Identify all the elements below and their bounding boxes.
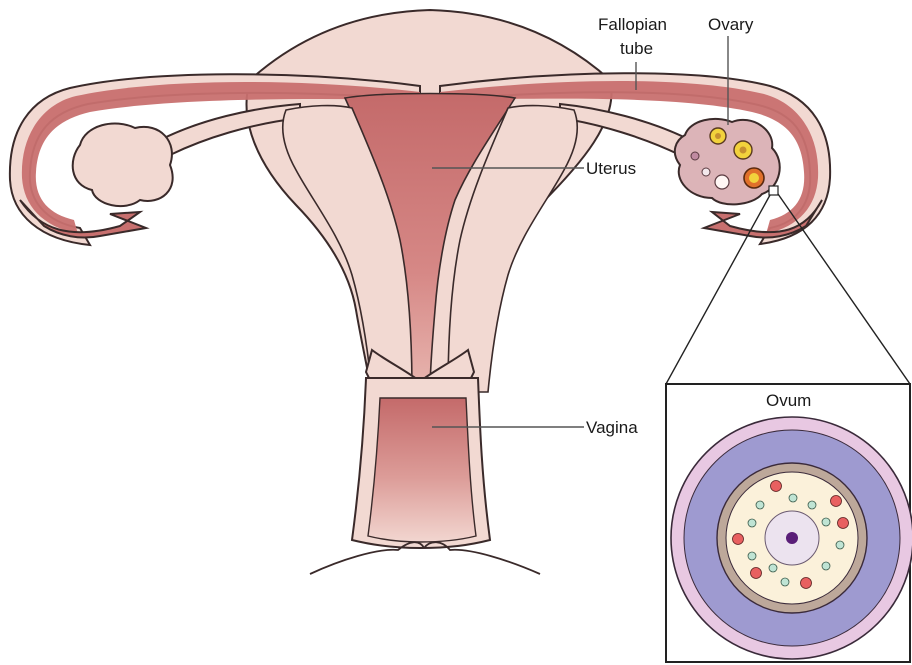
label-vagina: Vagina bbox=[586, 418, 638, 437]
vagina-canal bbox=[368, 398, 476, 542]
ovary-left bbox=[73, 123, 173, 206]
follicle bbox=[715, 175, 729, 189]
granule-teal bbox=[808, 501, 816, 509]
nucleolus bbox=[786, 532, 798, 544]
granule-red bbox=[801, 578, 812, 589]
granule-teal bbox=[789, 494, 797, 502]
granule-teal bbox=[822, 518, 830, 526]
ovary-right bbox=[675, 119, 780, 205]
granule-red bbox=[838, 518, 849, 529]
granule-teal bbox=[781, 578, 789, 586]
zoom-line bbox=[778, 194, 910, 384]
granule-teal bbox=[822, 562, 830, 570]
granule-teal bbox=[748, 552, 756, 560]
granule-red bbox=[733, 534, 744, 545]
label-fallopian-line2: tube bbox=[620, 39, 653, 58]
granule-teal bbox=[769, 564, 777, 572]
label-ovum: Ovum bbox=[766, 391, 811, 410]
label-fallopian-line1: Fallopian bbox=[598, 15, 667, 34]
granule-teal bbox=[756, 501, 764, 509]
granule-teal bbox=[748, 519, 756, 527]
label-ovary: Ovary bbox=[708, 15, 754, 34]
follicle bbox=[691, 152, 699, 160]
follicle bbox=[715, 133, 721, 139]
zoom-marker bbox=[769, 186, 778, 195]
granule-red bbox=[831, 496, 842, 507]
mature-follicle bbox=[749, 173, 759, 183]
follicle bbox=[702, 168, 710, 176]
ovum-inset: Ovum bbox=[666, 384, 912, 662]
label-uterus: Uterus bbox=[586, 159, 636, 178]
follicle bbox=[740, 147, 747, 154]
granule-teal bbox=[836, 541, 844, 549]
granule-red bbox=[771, 481, 782, 492]
granule-red bbox=[751, 568, 762, 579]
